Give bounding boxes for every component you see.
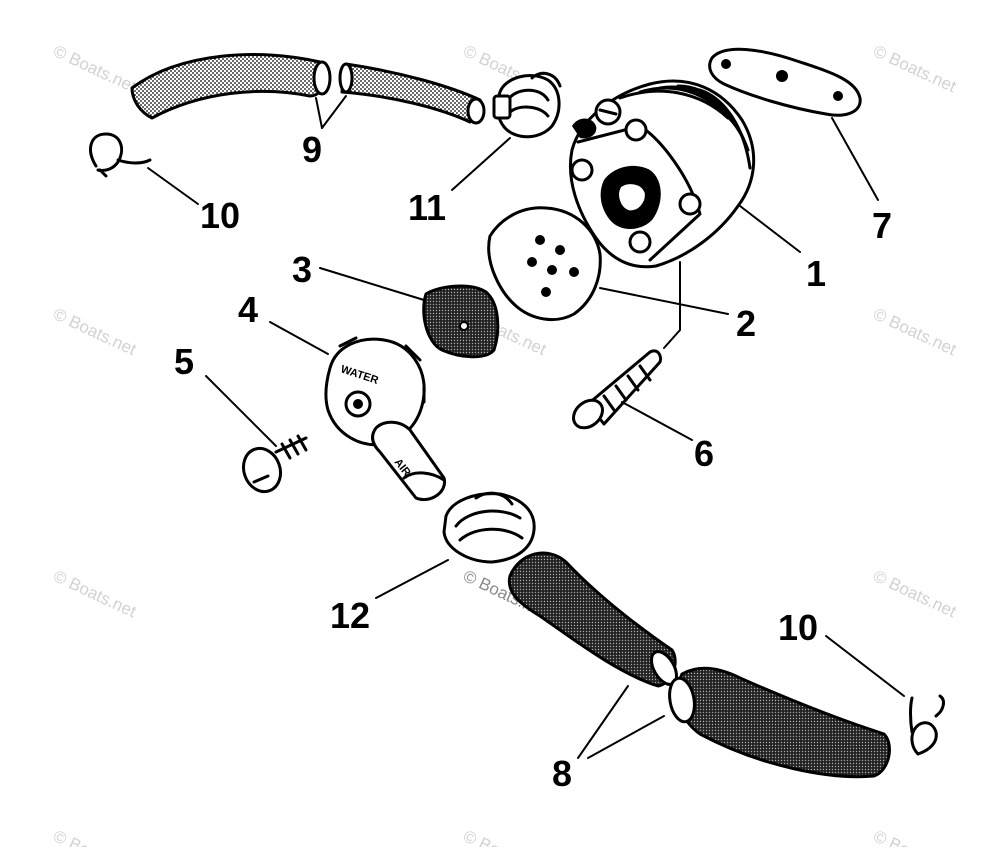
callout-8: 8: [552, 753, 572, 794]
part-11-clamp: [492, 71, 562, 139]
watermark-text: © Boats.net: [50, 826, 139, 847]
watermark-text: © Boats.net: [870, 304, 959, 359]
watermark-text: © Boats.net: [460, 826, 549, 847]
callout-6: 6: [694, 433, 714, 474]
callout-10-lower: 10: [778, 607, 818, 648]
watermark-text: © Boats.net: [50, 304, 139, 359]
watermark-text: © Boats.net: [870, 41, 959, 96]
part-7-gasket-plate: [708, 47, 862, 117]
watermark-text: © Boats.net: [870, 826, 959, 847]
part-5-screw: [241, 434, 308, 494]
callout-5: 5: [174, 341, 194, 382]
callout-11: 11: [408, 187, 446, 228]
leader-lines: [147, 95, 905, 759]
watermark-text: © Boats.net: [50, 41, 139, 96]
callout-labels: 9 10 11 7 1 3 2 4 5 6 12 10 8: [174, 129, 892, 794]
part-6-screw: [572, 349, 662, 430]
callout-10-upper: 10: [200, 195, 240, 236]
part-1-pump-body: [568, 79, 756, 349]
part-3-diaphragm: [422, 284, 500, 359]
callout-4: 4: [238, 289, 258, 330]
callout-1: 1: [806, 253, 826, 294]
callout-2: 2: [736, 303, 756, 344]
part-10-clip-upper: [89, 132, 152, 178]
part-4-valve-body: WATER AIR: [324, 336, 447, 501]
watermark-text: © Boats.net: [870, 566, 959, 621]
part-9-hoses: [130, 53, 486, 125]
watermark-text: © Boats.net: [50, 566, 139, 621]
part-2-diaphragm-plate: [487, 206, 602, 321]
part-12-clamp: [442, 491, 536, 564]
callout-3: 3: [292, 249, 312, 290]
part-10-clip-lower: [909, 694, 945, 756]
callout-12: 12: [330, 595, 370, 636]
part-8-hoses: [507, 551, 891, 779]
callout-9: 9: [302, 129, 322, 170]
callout-7: 7: [872, 205, 892, 246]
